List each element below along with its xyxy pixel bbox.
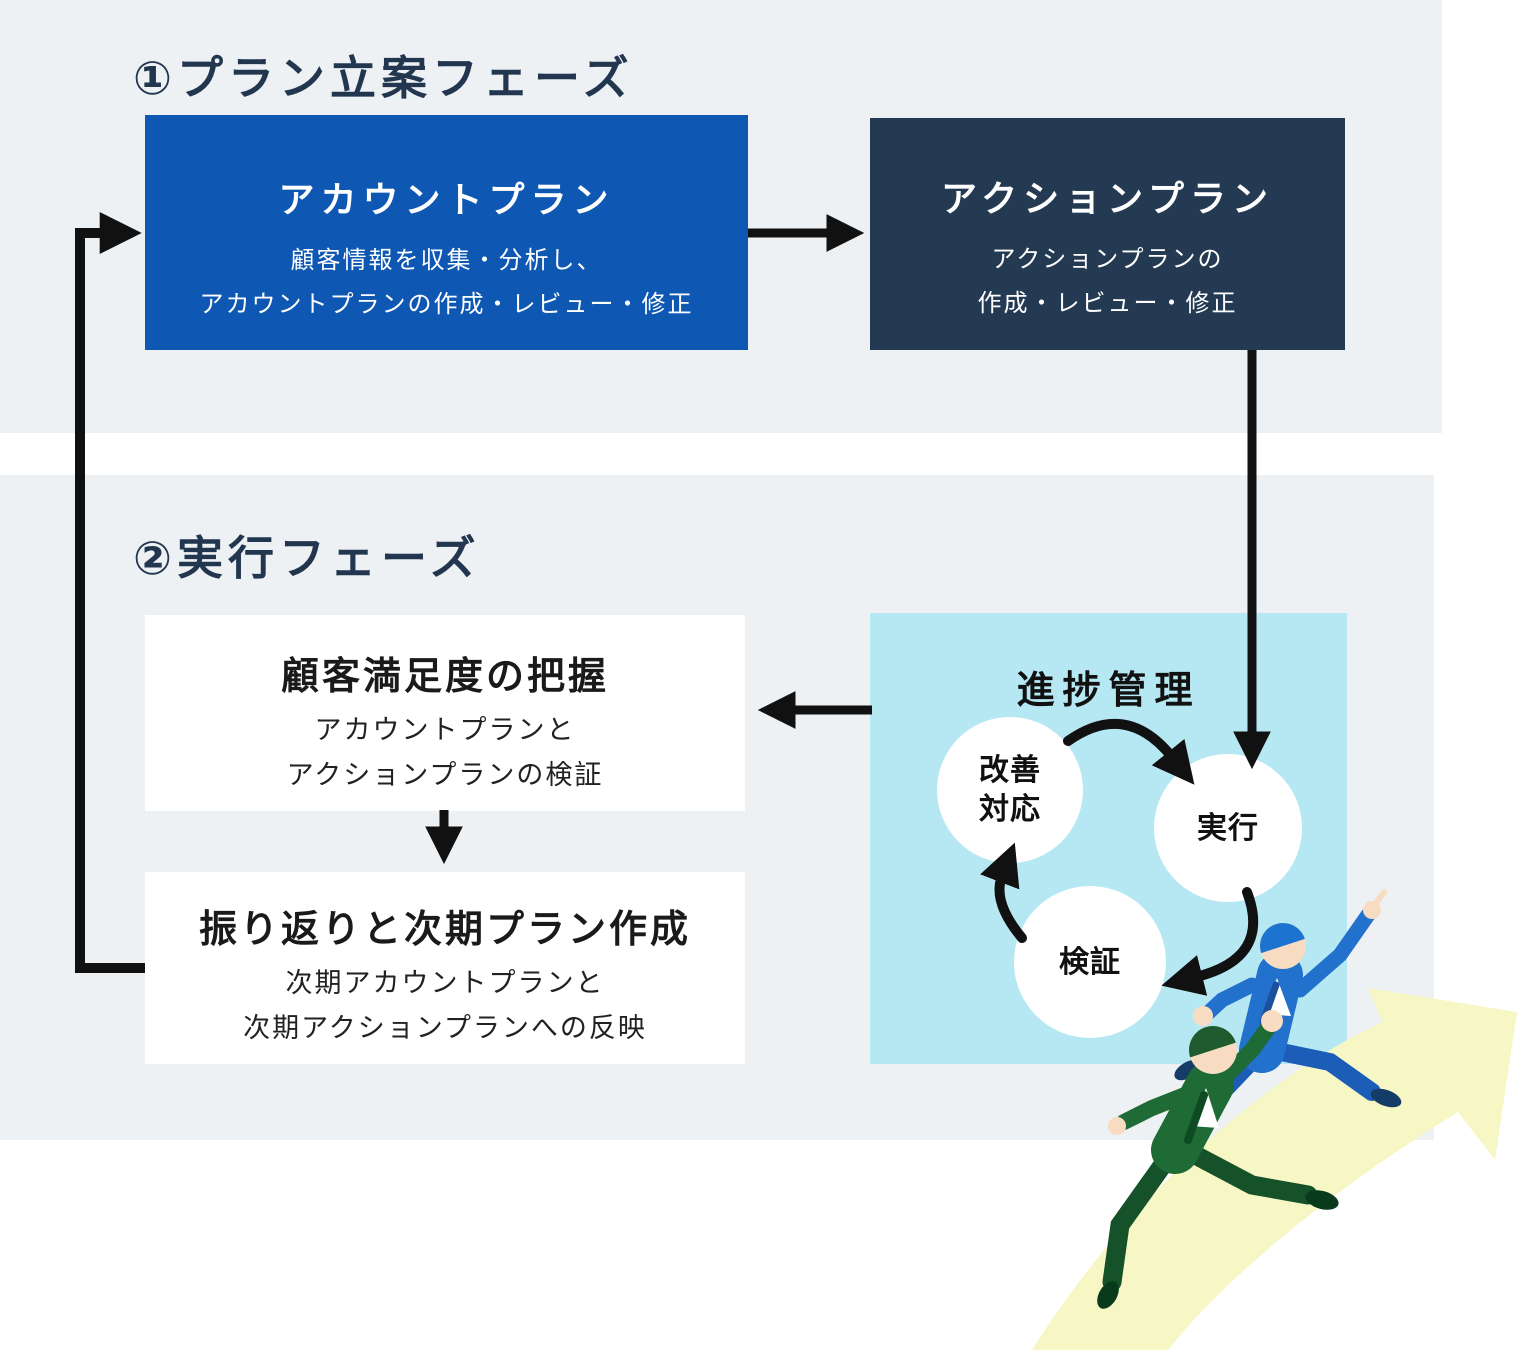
cycle-step-improvement-label: 改善対応 xyxy=(979,754,1041,826)
review-next-plan-line2: 次期アクションプランへの反映 xyxy=(243,1012,647,1043)
customer-satisfaction-line1: アカウントプランと xyxy=(314,715,576,745)
customer-satisfaction-line2: アクションプランの検証 xyxy=(286,759,604,790)
action-plan-box: アクションプラン アクションプランの 作成・レビュー・修正 xyxy=(870,118,1345,350)
customer-satisfaction-box: 顧客満足度の把握 アカウントプランと アクションプランの検証 xyxy=(145,615,745,811)
cycle-step-improvement: 改善対応 xyxy=(937,717,1083,863)
account-plan-line1: 顧客情報を収集・分析し、 xyxy=(290,247,603,274)
review-next-plan-line1: 次期アカウントプランと xyxy=(285,968,605,998)
action-plan-line1: アクションプランの xyxy=(991,246,1224,273)
account-plan-title: アカウントプラン xyxy=(278,179,615,220)
cycle-step-execute: 実行 xyxy=(1154,754,1302,902)
cycle-step-verify-label: 検証 xyxy=(1059,945,1121,979)
progress-management-title: 進捗管理 xyxy=(1016,670,1201,712)
review-next-plan-title: 振り返りと次期プラン作成 xyxy=(198,909,691,951)
cycle-step-execute-label: 実行 xyxy=(1197,811,1259,845)
account-plan-line2: アカウントプランの作成・レビュー・修正 xyxy=(199,291,694,319)
phase2-title: ②実行フェーズ xyxy=(133,532,481,584)
phase1-title: ①プラン立案フェーズ xyxy=(133,52,634,104)
action-plan-title: アクションプラン xyxy=(940,178,1275,219)
cycle-step-verify: 検証 xyxy=(1014,886,1166,1038)
action-plan-line2: 作成・レビュー・修正 xyxy=(977,290,1238,318)
review-next-plan-box: 振り返りと次期プラン作成 次期アカウントプランと 次期アクションプランへの反映 xyxy=(145,872,745,1064)
customer-satisfaction-title: 顧客満足度の把握 xyxy=(280,656,609,698)
account-plan-box: アカウントプラン 顧客情報を収集・分析し、 アカウントプランの作成・レビュー・修… xyxy=(145,115,748,350)
